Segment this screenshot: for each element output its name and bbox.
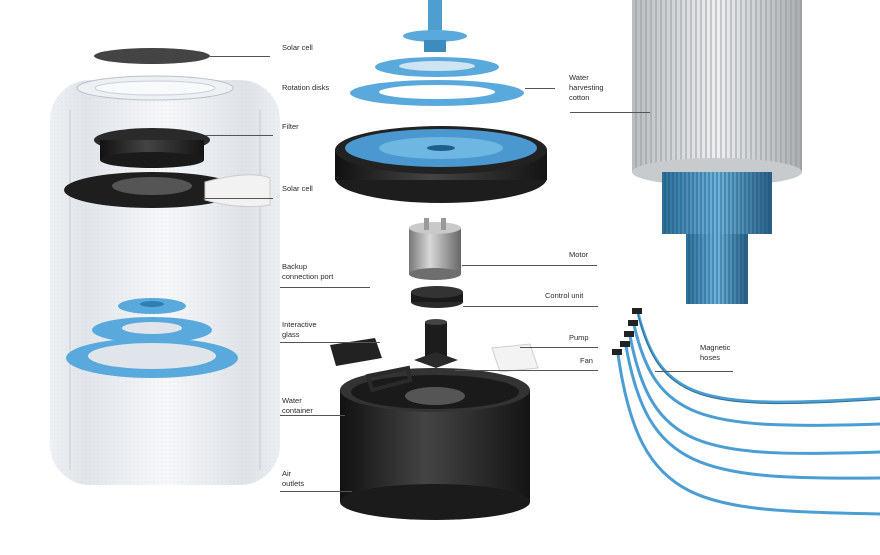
label-control-unit: Control unit [545,291,584,300]
fan-part [414,319,458,368]
leader-motor [462,265,597,266]
label-interactive-glass: Interactive glass [282,320,317,339]
leader-backup-port [280,287,370,288]
label-rotation-disks: Rotation disks [282,83,330,92]
leader-solar-cell-top [210,56,270,57]
leader-fan [455,370,598,371]
leader-pump [520,347,598,348]
leader-solar-cell-mid [203,198,273,199]
control-unit-part [411,286,463,308]
glass-piece [330,338,382,366]
cotton-filter [632,0,802,304]
shaft [403,0,467,52]
pump-part [491,343,539,373]
leader-water-container [280,415,345,416]
label-air-outlets: Air outlets [282,469,305,488]
solar-cell-top-disc [94,48,210,64]
label-backup-port: Backup connection port [282,262,334,281]
filter-part [94,128,210,168]
motor-part [409,218,461,280]
label-fan: Fan [580,356,593,365]
label-solar-cell-mid: Solar cell [282,184,313,193]
label-motor: Motor [569,250,589,259]
leader-magnetic-hoses [655,371,733,372]
hoses [612,308,880,516]
label-solar-cell-top: Solar cell [282,43,313,52]
base-plate [335,126,547,203]
leader-air-outlets [280,491,352,492]
label-cotton: Water harvesting cotton [569,73,604,102]
leader-control-unit [463,306,598,307]
label-pump: Pump [569,333,589,342]
leader-filter [205,135,273,136]
blue-disk-stack [66,298,238,378]
label-filter: Filter [282,122,299,131]
leader-rotation-disks [525,88,555,89]
label-magnetic-hoses: Magnetic hoses [700,343,731,362]
rotation-disk-upper [375,57,499,77]
solar-cell-ring [64,172,271,208]
leader-interactive-glass [280,342,380,343]
label-water-container: Water container [282,396,313,415]
water-container [340,365,530,520]
rotation-disk-lower [350,80,524,106]
leader-cotton [570,112,650,113]
